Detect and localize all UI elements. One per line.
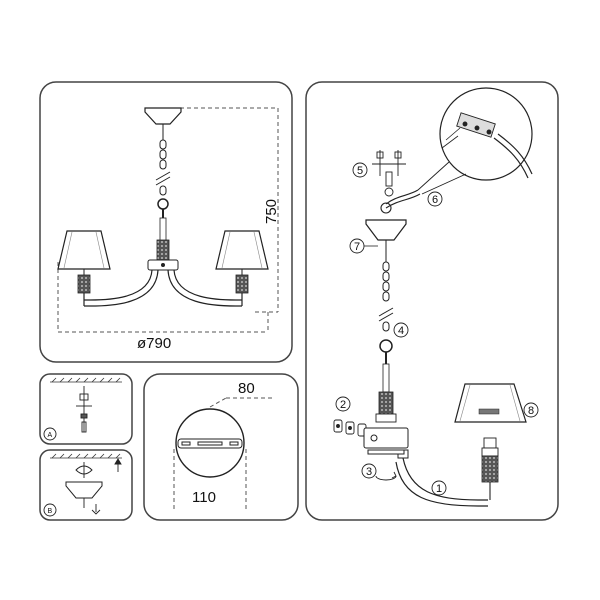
canopy-b [65,481,103,499]
step-badge-8: 8 [523,402,539,418]
panel-b-badge [43,503,57,517]
step-badge-2: 2 [335,396,351,412]
step-badge-5: 5 [352,162,368,178]
svg-text:7: 7 [354,241,360,253]
step-badge-1: 1 [431,480,447,496]
screw-anchor-icon [76,386,92,433]
step-badge-6: 6 [427,191,443,207]
svg-text:6: 6 [432,194,438,206]
step-badge-3: 3 [361,463,377,479]
svg-text:3: 3 [366,466,372,478]
mounting-bracket-icon [75,462,93,478]
panel-a-ceiling-mount: A [39,373,133,445]
svg-text:4: 4 [398,325,404,337]
panel-overall-dimensions: ø790 750 [39,81,293,363]
dimension-frame [57,107,279,333]
mounting-screws-icon [372,150,406,197]
lamp-holders-icon [333,419,367,437]
svg-text:B: B [48,508,53,515]
exploded-crystal-stem [378,391,394,415]
shade-socket [481,437,499,500]
ceiling-canopy [144,107,182,125]
panel-exploded-assembly: 1 2 3 4 5 6 7 8 [305,81,559,521]
right-lampshade [215,230,269,294]
suspension-ring [157,198,169,210]
wire-connector [380,189,421,214]
ceiling-hatch [50,377,122,383]
exploded-chain [378,261,394,332]
panel-a-badge [43,427,57,441]
central-hub [363,427,409,459]
panel-b-canopy-fix: B [39,449,133,521]
chain [155,124,171,196]
panel-bracket-dimensions: 80 110 [143,373,299,521]
left-lampshade [57,230,111,294]
screw-icon [91,504,101,515]
svg-text:2: 2 [340,399,346,411]
bracket-leader-lines [173,397,272,510]
svg-text:A: A [48,432,53,439]
up-arrow-icon [114,458,122,472]
svg-text:8: 8 [528,405,534,417]
wiring-zoom-bubble [417,87,533,195]
bracket-height-dimension: 80 [238,380,255,397]
bracket-slots-icon [177,438,243,449]
rotate-arrow-icon [375,471,397,481]
step-badge-4: 4 [393,322,409,338]
bracket-width-dimension: 110 [192,489,216,506]
terminal-block-icon [456,112,496,138]
exploded-lampshade [454,383,527,423]
exploded-arm [395,457,488,507]
diameter-dimension: ø790 [137,335,171,352]
crystal-stem [156,239,170,261]
exploded-ring [379,339,393,353]
height-dimension: 750 [263,199,280,224]
exploded-canopy [365,219,407,241]
svg-text:1: 1 [436,483,442,495]
step-badge-7: 7 [349,238,365,254]
svg-text:5: 5 [357,165,363,177]
arms [83,269,243,307]
